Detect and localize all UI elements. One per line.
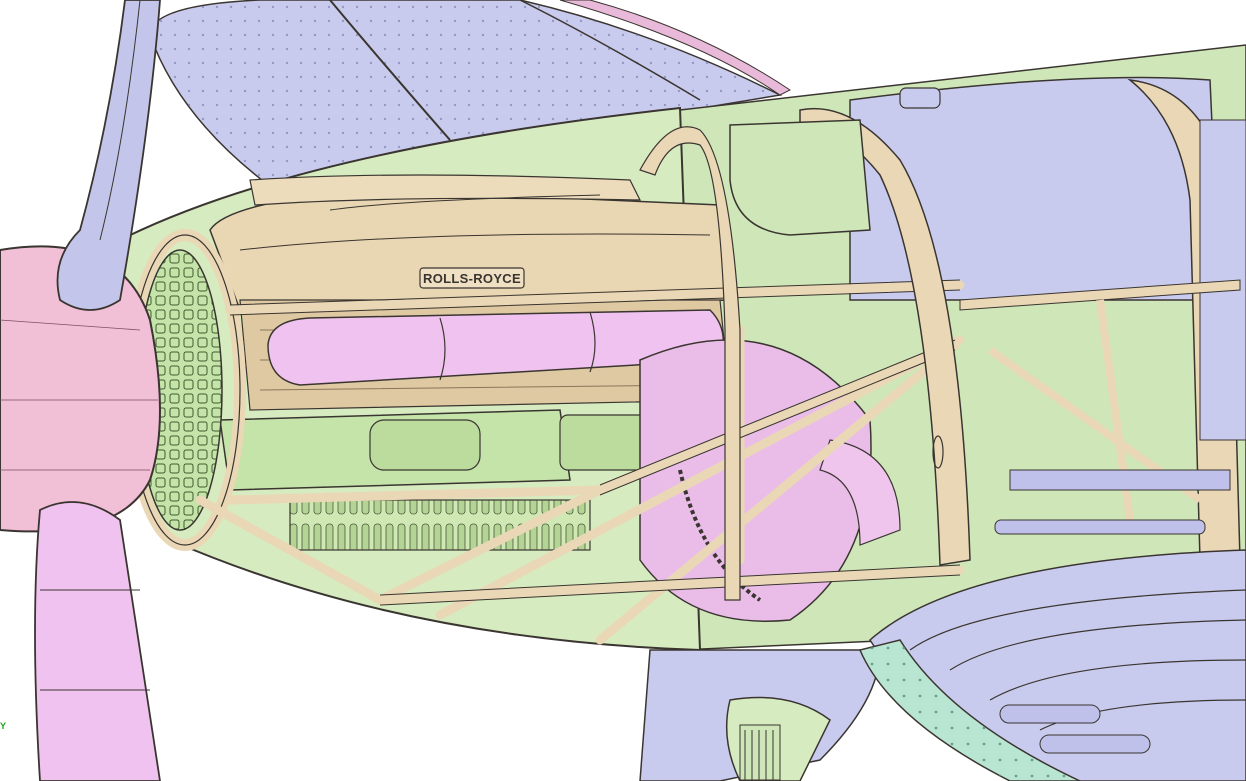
starter-motor <box>219 409 651 491</box>
supercharger <box>639 339 901 622</box>
propeller-blade-lower <box>34 501 161 781</box>
propeller-blade-upper <box>56 0 161 311</box>
engine-mount-frame-outline <box>229 279 961 606</box>
cockpit-rails <box>994 469 1231 535</box>
oil-tank <box>729 119 871 236</box>
radiator-intake <box>639 649 881 781</box>
rolls-royce-engraving: ROLLS-ROYCE <box>423 271 521 286</box>
axis-indicator-label: Y <box>0 721 7 731</box>
wing-root-ribs <box>858 549 1246 781</box>
wing-upper <box>149 0 791 191</box>
exhaust-manifold <box>267 309 725 386</box>
